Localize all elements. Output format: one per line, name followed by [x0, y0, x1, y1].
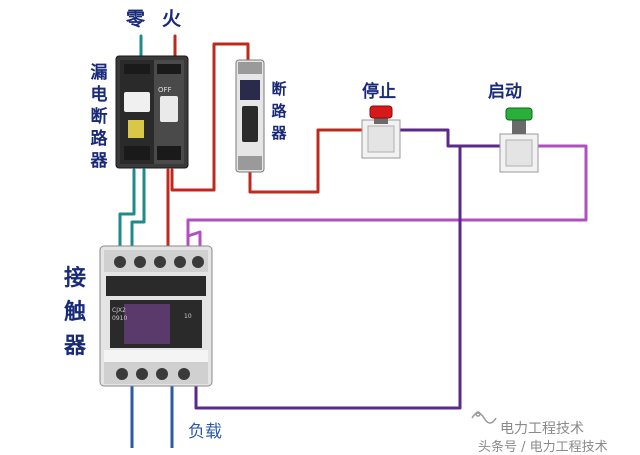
start-button[interactable] [499, 107, 539, 173]
stop-button[interactable] [361, 105, 401, 159]
contactor-rating-marking: 0910 [112, 315, 127, 322]
contactor-model-marking: CJX2 [112, 307, 126, 314]
wire-stop-to-start [396, 128, 502, 148]
rcd-breaker: OFF [115, 55, 189, 169]
breaker-toggle[interactable] [242, 106, 258, 142]
wire-neutral-to-contactor-b [130, 168, 146, 264]
wire-live-to-breaker [170, 42, 250, 192]
contactor-label: 接触器 [63, 266, 86, 359]
contactor: CJX2 0910 10 [99, 245, 213, 387]
start-button-label: 启动 [488, 82, 522, 102]
wire-breaker-to-stop [248, 128, 364, 194]
wire-hold-contact [194, 144, 462, 410]
neutral-label: 零 [126, 8, 146, 30]
stop-button-label: 停止 [362, 82, 396, 102]
load-label: 负载 [188, 422, 222, 442]
wire-neutral-to-contactor-a [118, 168, 136, 264]
watermark-title: 电力工程技术 [500, 421, 584, 437]
live-label: 火 [162, 8, 182, 30]
rcd-breaker-label: 漏电断路器 [90, 63, 108, 171]
wire-start-to-coil [186, 144, 588, 264]
rcd-off-marking: OFF [158, 86, 172, 94]
wires [118, 34, 588, 448]
breaker-label: 断路器 [271, 80, 287, 142]
stop-button-cap[interactable] [369, 105, 393, 119]
circuit-breaker [235, 59, 265, 173]
watermark-logo-icon [471, 411, 497, 424]
rcd-test-button[interactable] [128, 120, 144, 138]
start-button-cap[interactable] [505, 107, 533, 121]
contactor-number-marking: 10 [184, 313, 192, 320]
